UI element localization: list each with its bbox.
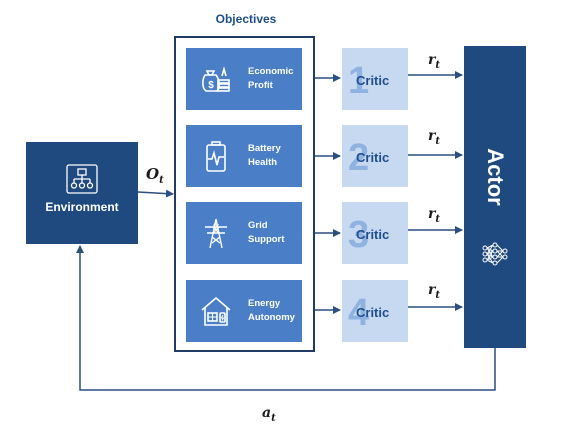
critic-number: 4 (348, 292, 370, 334)
objective-battery-health: Battery Health (186, 125, 302, 187)
critic-label: Critic (356, 227, 390, 242)
action-label: at (262, 405, 276, 424)
critic-number: 3 (348, 214, 370, 256)
critic-number: 1 (348, 60, 370, 102)
objective-label: Economic Profit (248, 66, 294, 91)
environment-block: Environment (26, 142, 138, 244)
network-icon (66, 164, 98, 194)
environment-label: Environment (45, 200, 119, 214)
svg-text:$: $ (208, 80, 214, 91)
actor-block: Actor (464, 46, 526, 348)
actor-label: Actor (483, 148, 508, 206)
house-solar-icon (201, 296, 231, 326)
reward-label-4: rt (428, 282, 441, 301)
battery-pulse-icon (206, 141, 226, 172)
objective-label: Energy Autonomy (248, 298, 295, 323)
observation-arrow (137, 189, 174, 198)
objective-economic-profit: $ Economic Profit (186, 48, 302, 110)
reward-label-2: rt (428, 128, 441, 147)
critic-1: 1 Critic (342, 48, 408, 110)
critic-number: 2 (348, 137, 370, 179)
critic-label: Critic (356, 150, 390, 165)
reward-label-1: rt (428, 52, 441, 71)
critic-2: 2 Critic (342, 125, 408, 187)
objective-label: Grid Support (248, 220, 285, 245)
objective-label: Battery Health (248, 143, 281, 168)
critic-3: 3 Critic (342, 202, 408, 264)
objectives-title: Objectives (215, 12, 277, 26)
observation-label: Ot (146, 165, 164, 186)
neural-network-icon (482, 242, 508, 266)
reward-label-3: rt (428, 206, 441, 225)
action-arrow (76, 245, 496, 391)
objective-energy-autonomy: Energy Autonomy (186, 280, 302, 342)
objective-grid-support: Grid Support (186, 202, 302, 264)
critic-label: Critic (356, 305, 390, 320)
transmission-tower-icon (205, 218, 227, 249)
money-bag-icon: $ (202, 66, 230, 92)
critic-4: 4 Critic (342, 280, 408, 342)
critic-label: Critic (356, 73, 390, 88)
